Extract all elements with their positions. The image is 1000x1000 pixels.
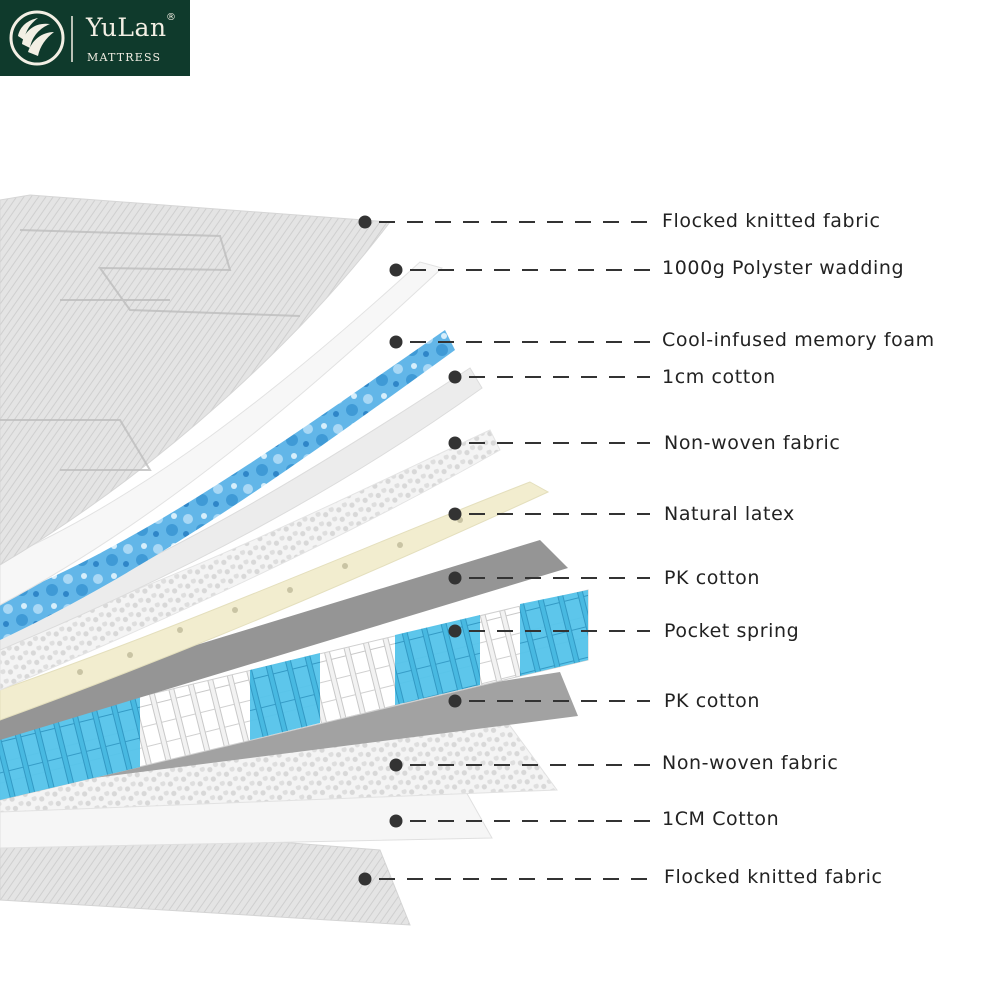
layer-label-1cm-cotton: 1cm cotton bbox=[662, 366, 776, 388]
brand-emblem-icon bbox=[9, 10, 73, 66]
brand-subtitle: MATTRESS bbox=[87, 51, 162, 64]
callout-dot bbox=[448, 571, 462, 585]
callout-dot bbox=[448, 694, 462, 708]
callout-dot bbox=[389, 335, 403, 349]
brand-name: YuLan bbox=[86, 13, 167, 42]
callout-dot bbox=[448, 624, 462, 638]
callout-dot bbox=[358, 215, 372, 229]
layer-label-polyster-wadding: 1000g Polyster wadding bbox=[662, 257, 905, 279]
callout-dot bbox=[389, 758, 403, 772]
layer-label-flocked-knitted-fabric-bottom: Flocked knitted fabric bbox=[664, 866, 883, 888]
layer-label-pk-cotton-top: PK cotton bbox=[664, 567, 760, 589]
layer-label-1cm-cotton-bottom: 1CM Cotton bbox=[662, 808, 780, 830]
callout-dot bbox=[358, 872, 372, 886]
callout-dot bbox=[389, 814, 403, 828]
layer-label-flocked-knitted-fabric-top: Flocked knitted fabric bbox=[662, 210, 881, 232]
brand-logo: YuLan ® MATTRESS bbox=[0, 0, 190, 76]
callout-dot bbox=[448, 436, 462, 450]
callout-dot bbox=[448, 370, 462, 384]
layer-label-non-woven-fabric-bottom: Non-woven fabric bbox=[662, 752, 839, 774]
layer-label-non-woven-fabric-top: Non-woven fabric bbox=[664, 432, 841, 454]
callout-dot bbox=[389, 263, 403, 277]
layer-label-pocket-spring: Pocket spring bbox=[664, 620, 800, 642]
layer-label-natural-latex: Natural latex bbox=[664, 503, 795, 525]
layer-label-pk-cotton-bottom: PK cotton bbox=[664, 690, 760, 712]
layer-label-cool-memory-foam: Cool-infused memory foam bbox=[662, 329, 935, 351]
callout-dot bbox=[448, 507, 462, 521]
brand-registered-mark: ® bbox=[166, 12, 176, 23]
